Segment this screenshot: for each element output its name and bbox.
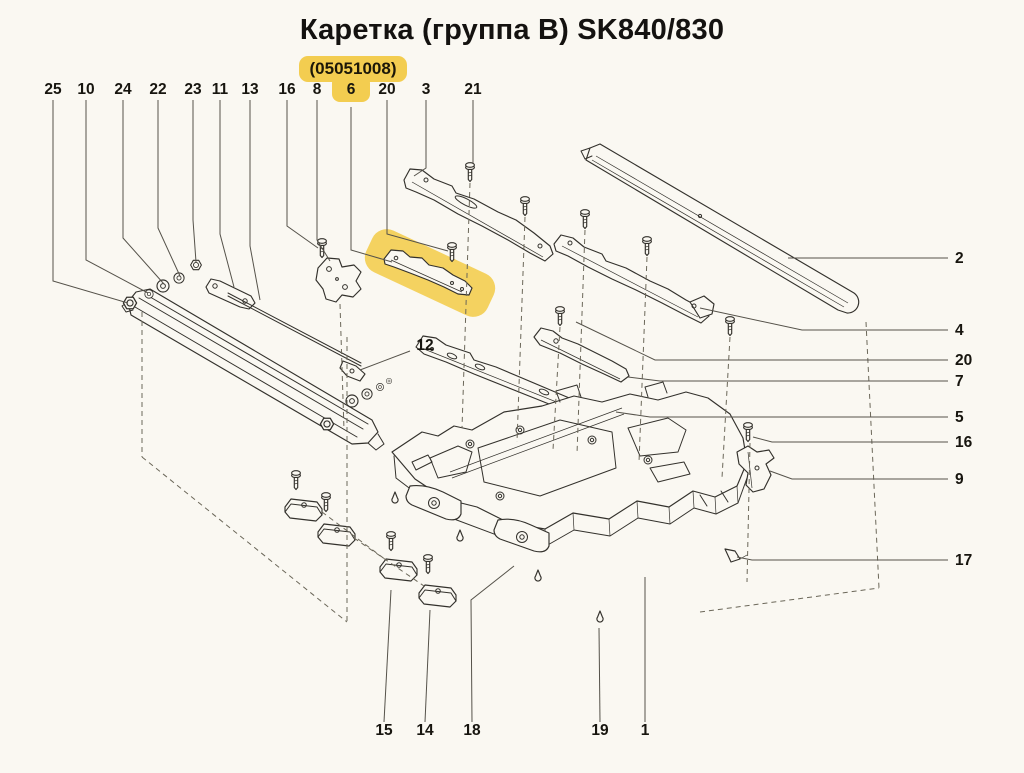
foot-pad-drawing xyxy=(418,584,457,608)
part-callout-14: 14 xyxy=(416,722,434,739)
part-callout-6: 6 xyxy=(347,81,356,98)
part-callout-20: 20 xyxy=(378,81,395,98)
set-pin-icon xyxy=(391,491,399,504)
part-callout-18: 18 xyxy=(463,722,481,739)
callout-leader-line-13 xyxy=(249,100,261,301)
bar-2-drawing xyxy=(580,143,860,314)
front-shoe-drawing xyxy=(493,518,550,553)
carriage-base-drawing xyxy=(391,381,748,623)
callout-leader-line-15 xyxy=(383,589,392,723)
part-callout-22: 22 xyxy=(149,81,166,98)
set-pin-icon xyxy=(534,569,542,582)
part-callout-1: 1 xyxy=(641,722,650,739)
latch-12-drawing xyxy=(339,360,366,382)
part-callout-16: 16 xyxy=(955,434,973,451)
clip-17-drawing xyxy=(724,548,748,563)
callout-leader-line-6 xyxy=(350,107,393,263)
screw-icon xyxy=(642,236,652,257)
foot-pad-drawing xyxy=(284,498,323,522)
callout-leader-line-25 xyxy=(52,100,129,304)
part-callout-23: 23 xyxy=(184,81,202,98)
screw-icon xyxy=(555,306,565,327)
callout-leader-line-7 xyxy=(627,376,948,382)
callout-leader-line-16 xyxy=(286,100,319,249)
foot-pad-drawing xyxy=(379,558,418,582)
foot-pad-drawing xyxy=(317,523,356,547)
callout-leader-line-12 xyxy=(359,350,411,371)
callout-leader-line-5 xyxy=(615,411,948,418)
part-callout-8: 8 xyxy=(313,81,322,98)
part-callout-12: 12 xyxy=(416,337,433,354)
rod-drawing xyxy=(227,292,362,367)
callout-leader-line-19 xyxy=(598,627,601,723)
callout-leader-line-20 xyxy=(575,321,948,361)
screw-icon xyxy=(580,209,590,230)
part-callout-4: 4 xyxy=(955,322,964,339)
part-callout-10: 10 xyxy=(77,81,94,98)
part-callout-7: 7 xyxy=(955,373,964,390)
part-callout-3: 3 xyxy=(422,81,431,98)
part-code-badge: (05051008) xyxy=(299,56,407,82)
strip-3-drawing xyxy=(403,162,554,262)
callout-leader-line-17 xyxy=(736,556,948,561)
strip-7-drawing xyxy=(533,327,630,383)
callout-leader-line-16 xyxy=(752,436,948,443)
projection-dashed-lines xyxy=(141,182,880,623)
left-rail-assembly-drawing xyxy=(121,259,392,451)
part-callout-24: 24 xyxy=(114,81,132,98)
part-callout-20: 20 xyxy=(955,352,972,369)
part-callout-5: 5 xyxy=(955,409,964,426)
part-callout-19: 19 xyxy=(591,722,609,739)
screw-icon xyxy=(321,492,331,513)
part-callout-13: 13 xyxy=(241,81,259,98)
callout-leader-line-11 xyxy=(219,100,235,288)
screw-icon xyxy=(423,554,433,575)
callout-highlight-6 xyxy=(332,75,370,102)
callout-leader-line-18 xyxy=(470,565,515,723)
bracket-9-drawing xyxy=(736,422,775,493)
callout-leader-line-3 xyxy=(413,100,427,177)
screw-icon xyxy=(743,422,753,443)
callout-leader-line-14 xyxy=(424,609,431,723)
part-6-plate-drawing xyxy=(383,242,473,296)
callout-leader-line-20 xyxy=(386,100,449,252)
screw-icon xyxy=(520,196,530,217)
part-callout-15: 15 xyxy=(375,722,393,739)
part-callout-17: 17 xyxy=(955,552,972,569)
part-callout-9: 9 xyxy=(955,471,964,488)
callout-leader-line-24 xyxy=(122,100,165,285)
screw-icon xyxy=(465,162,475,183)
part-callout-16: 16 xyxy=(278,81,296,98)
part-callout-11: 11 xyxy=(212,81,229,98)
part-callout-2: 2 xyxy=(955,250,964,267)
set-pin-icon xyxy=(456,529,464,542)
screw-icon xyxy=(725,316,735,337)
screw-icon xyxy=(386,531,396,552)
callout-leader-line-8 xyxy=(316,100,331,262)
callout-leader-line-22 xyxy=(157,100,181,277)
front-shoe-drawing xyxy=(405,485,462,521)
set-pin-icon xyxy=(596,610,604,623)
callout-leader-line-4 xyxy=(699,307,948,331)
strip-4-drawing xyxy=(553,234,715,324)
part-callout-25: 25 xyxy=(44,81,62,98)
diagram-title: Каретка (группа В) SK840/830 xyxy=(299,14,725,46)
callout-leader-line-9 xyxy=(769,470,948,480)
callout-leader-line-10 xyxy=(85,100,149,294)
callout-leader-line-23 xyxy=(192,100,197,263)
bracket-8-drawing xyxy=(315,238,362,303)
part-callout-21: 21 xyxy=(464,81,482,98)
screw-icon xyxy=(291,470,301,491)
